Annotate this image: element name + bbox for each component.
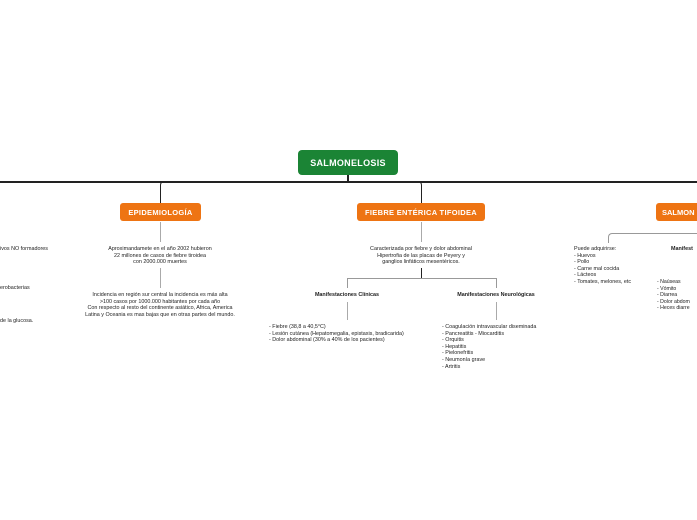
manifestaciones-neurologicas-list: - Coagulación intravascular diseminada -…	[442, 324, 537, 370]
root-node[interactable]: SALMONELOSIS	[298, 150, 398, 175]
adquirir-list: Puede adquirirse: - Huevos - Pollo - Car…	[574, 246, 632, 285]
manifestaciones-bracket	[347, 278, 497, 288]
salmonelosis-right-label: SALMON	[662, 207, 695, 217]
left-partial-text-3: de la glucosa.	[0, 318, 34, 324]
epidemiologia-node[interactable]: EPIDEMIOLOGÍA	[120, 203, 201, 221]
epidemiologia-connector	[160, 181, 167, 204]
manifestaciones-clinicas-title[interactable]: Manifestaciones Clínicas	[314, 292, 380, 298]
left-partial-text-1: ivos NO formadores	[0, 246, 48, 252]
manifestaciones-neurologicas-title[interactable]: Manifestaciones Neurológicas	[457, 292, 535, 298]
salmonelosis-right-node[interactable]: SALMON	[656, 203, 697, 221]
fiebre-enterica-node[interactable]: FIEBRE ENTÉRICA TIFOIDEA	[357, 203, 485, 221]
fiebre-text: Caracterizada por fiebre y dolor abdomin…	[370, 246, 472, 266]
root-connector	[347, 175, 349, 182]
right-bracket	[608, 233, 697, 243]
right-manifestaciones-list: - Naúseas - Vómito - Diarrea - Dolor abd…	[657, 279, 690, 312]
connector	[160, 222, 161, 242]
manifestaciones-clinicas-list: - Fiebre (38,8 a 40,5°C) - Lesión cutáne…	[269, 324, 404, 344]
connector	[347, 302, 348, 320]
connector	[496, 302, 497, 320]
connector	[421, 222, 422, 242]
connector	[421, 268, 422, 278]
fiebre-connector	[415, 181, 422, 204]
epidemiologia-text-1: Aproximandamete en el año 2002 hubieron …	[108, 246, 212, 266]
main-branch-line	[0, 181, 697, 183]
epidemiologia-text-2: Incidencia en región sur central la inci…	[85, 292, 235, 318]
left-partial-text-2: erobacterias	[0, 285, 30, 291]
connector	[160, 268, 161, 288]
right-manifestaciones-title[interactable]: Manifest	[671, 246, 693, 252]
